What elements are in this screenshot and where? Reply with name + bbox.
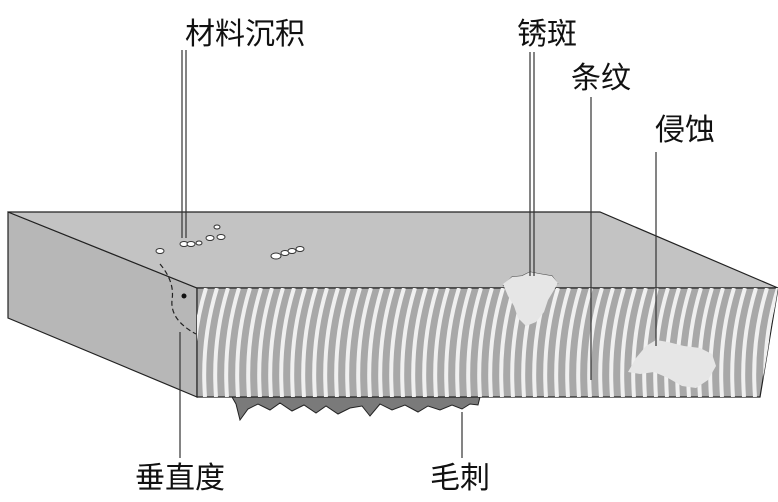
striation-line <box>411 288 428 397</box>
striation-line <box>455 288 472 397</box>
striation-line <box>565 288 582 397</box>
striation-line <box>202 288 219 397</box>
striation-line <box>433 288 450 397</box>
striation-line <box>554 288 571 397</box>
top-face <box>7 211 778 289</box>
striation-line <box>356 288 373 397</box>
striation-line <box>576 288 593 397</box>
striation-line <box>422 288 439 397</box>
striation-pattern <box>197 288 778 397</box>
striation-line <box>213 288 230 397</box>
label-erosion: 侵蚀 <box>655 113 715 148</box>
striation-line <box>719 288 736 397</box>
label-burr: 毛刺 <box>430 461 490 496</box>
striation-line <box>378 288 395 397</box>
label-perpendicularity: 垂直度 <box>135 461 225 496</box>
label-striation: 条纹 <box>571 61 631 96</box>
striation-line <box>741 288 758 397</box>
striation-line <box>620 288 637 397</box>
rust-spot <box>503 272 558 326</box>
striation-line <box>642 288 659 397</box>
striation-line <box>631 288 648 397</box>
striation-line <box>400 288 417 397</box>
striation-line <box>268 288 285 397</box>
perpendicularity-arc <box>159 263 197 335</box>
striation-line <box>257 288 274 397</box>
striation-line <box>609 288 626 397</box>
striation-line <box>290 288 307 397</box>
striation-line <box>389 288 406 397</box>
perpendicularity-dot <box>181 293 187 299</box>
erosion-spot <box>628 340 716 388</box>
striation-line <box>312 288 329 397</box>
striation-line <box>367 288 384 397</box>
striation-line <box>488 288 505 397</box>
striation-line <box>730 288 747 397</box>
striation-line <box>543 288 560 397</box>
striation-line <box>197 288 208 397</box>
striation-line <box>246 288 263 397</box>
striation-line <box>444 288 461 397</box>
striation-line <box>664 288 681 397</box>
striation-line <box>675 288 692 397</box>
striation-line <box>224 288 241 397</box>
striation-line <box>466 288 483 397</box>
material-deposit-spots <box>155 224 305 260</box>
striation-line <box>345 288 362 397</box>
burr-shape <box>231 396 481 422</box>
striation-line <box>477 288 494 397</box>
striation-line <box>708 288 725 397</box>
striation-line <box>598 288 615 397</box>
striation-line <box>323 288 340 397</box>
label-rust: 锈斑 <box>517 17 577 52</box>
striation-line <box>752 288 769 397</box>
label-deposit: 材料沉积 <box>185 17 305 52</box>
striation-line <box>279 288 296 397</box>
striation-line <box>334 288 351 397</box>
striation-line <box>235 288 252 397</box>
striation-line <box>301 288 318 397</box>
